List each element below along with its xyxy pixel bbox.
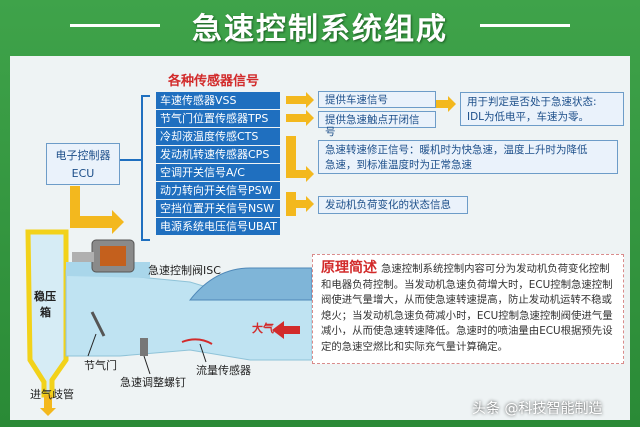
atmosphere-label: 大气	[252, 322, 274, 335]
info-load-state: 发动机负荷变化的状态信息	[318, 196, 468, 214]
principle-text: 急速控制系统控制内容可分为发动机负荷变化控制和电器负荷控制。当发动机急速负荷增大…	[321, 263, 613, 353]
arrow-ecu-to-isc	[70, 186, 124, 234]
ecu-label: 电子控制器	[55, 149, 111, 162]
adjust-screw-leader	[143, 355, 151, 375]
sensor-item-psw: 动力转向开关信号PSW	[156, 182, 280, 199]
flow-sensor-leader	[199, 343, 207, 363]
judge-line-2: IDL为低电平，车速为零。	[467, 111, 590, 123]
info-idle-judgement: 用于判定是否处于急速状态: IDL为低电平，车速为零。	[460, 92, 624, 126]
sensor-item-nsw: 空挡位置开关信号NSW	[156, 200, 280, 217]
manifold-arrow	[40, 395, 56, 416]
page-title: 急速控制系统组成	[192, 12, 448, 47]
ecu-code: ECU	[71, 167, 95, 180]
throttle-leader	[87, 333, 97, 357]
info-speed-correction: 急速转速修正信号：暖机时为快急速，温度上升时为降低 急速，到标准温度时为正常急速	[318, 140, 618, 174]
info-speed-signal: 提供车速信号	[318, 91, 436, 108]
sensor-bracket	[141, 95, 150, 241]
arrow-speed	[286, 92, 314, 108]
sensor-item-tps: 节气门位置传感器TPS	[156, 110, 280, 127]
sensor-item-cps: 发动机转速传感器CPS	[156, 146, 280, 163]
title-decoration-left	[70, 24, 160, 27]
flow-sensor-label: 流量传感器	[196, 364, 251, 377]
isc-coil	[100, 246, 126, 266]
throttle-label: 节气门	[84, 359, 117, 372]
info-contact-signal: 提供急速触点开闭信号	[318, 111, 436, 138]
intake-manifold-label: 进气歧管	[30, 388, 74, 401]
sensor-item-cts: 冷却液温度传感CTS	[156, 128, 280, 145]
arrow-correction	[286, 136, 314, 182]
principle-box: 原理简述急速控制系统控制内容可分为发动机负荷变化控制和电器负荷控制。当发动机急速…	[312, 254, 624, 364]
judge-line-1: 用于判定是否处于急速状态:	[467, 96, 597, 108]
air-intake-dome	[188, 267, 313, 301]
sensor-header: 各种传感器信号	[168, 74, 260, 89]
surge-tank-label-2: 箱	[40, 306, 51, 319]
watermark: 头条 @科技智能制造	[472, 401, 603, 417]
sensor-item-ubat: 电源系统电压信号UBAT	[156, 218, 280, 235]
arrow-contact	[286, 110, 314, 126]
sensor-item-vss: 车速传感器VSS	[156, 92, 280, 109]
isc-plunger	[72, 252, 94, 262]
principle-title: 原理简述	[321, 260, 377, 276]
adjust-screw-icon	[140, 338, 148, 356]
surge-tank-label-1: 稳压	[34, 290, 56, 303]
arrow-judge	[436, 96, 456, 112]
flow-sensor-icon	[181, 338, 213, 345]
atmosphere-arrow	[272, 321, 300, 339]
sensor-item-ac: 空调开关信号A/C	[156, 164, 280, 181]
ecu-box: 电子控制器 ECU	[46, 143, 120, 185]
title-decoration-right	[480, 24, 570, 27]
throttle-plate	[90, 311, 106, 337]
adjust-screw-label: 急速调整螺钉	[120, 376, 186, 389]
arrow-load	[286, 192, 314, 216]
correction-line-2: 急速，到标准温度时为正常急速	[325, 159, 472, 171]
isc-valve-label: 急速控制阀ISC	[148, 264, 221, 277]
correction-line-1: 急速转速修正信号：暖机时为快急速，温度上升时为降低	[325, 144, 588, 156]
